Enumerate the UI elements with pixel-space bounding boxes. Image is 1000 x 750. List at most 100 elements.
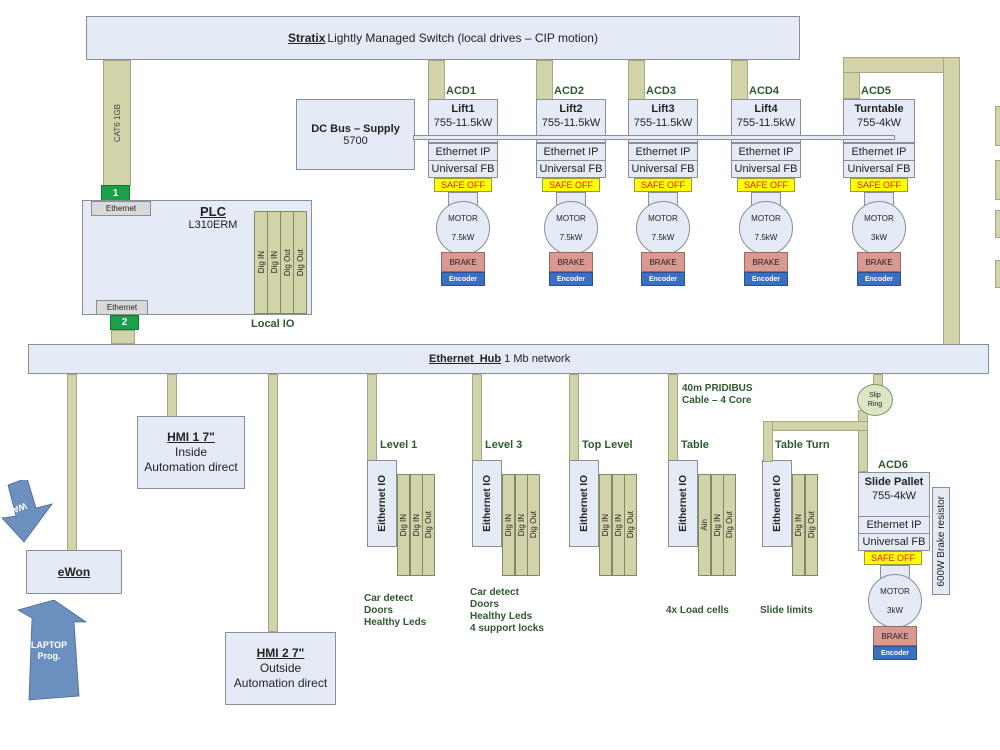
drive-brake: BRAKE (857, 252, 901, 272)
remote-io-label: Level 3 (485, 439, 523, 451)
acd6-ethernet-ip: Ethernet IP (858, 516, 930, 534)
drive-rating: 755-11.5kW (633, 117, 693, 129)
cat6-cable: CAT6 1GB (103, 60, 131, 186)
drive-id: ACD5 (861, 85, 891, 97)
acd6-universal-fb-label: Universal FB (862, 536, 926, 548)
drive-universal-fb: Universal FB (843, 160, 915, 178)
drive-motor: MOTOR 7.5kW (436, 201, 490, 255)
acd6-motor-rating: 3kW (887, 606, 903, 615)
plc-port-2: 2 (110, 315, 139, 330)
drive-motor-rating: 7.5kW (451, 233, 475, 242)
profibus-note-line1: 40m PRIDIBUS (682, 383, 753, 394)
hmi-1: HMI 1 7" Inside Automation direct (137, 416, 245, 489)
drive-encoder: Encoder (641, 272, 685, 286)
drive-universal-fb: Universal FB (628, 160, 698, 178)
remote-io-card: Dig IN (611, 474, 625, 576)
switch-name: Stratix (288, 31, 326, 45)
drive-safe-off: SAFE OFF (850, 178, 908, 192)
local-io-label: Local IO (251, 318, 295, 330)
dc-bus-model: 5700 (343, 134, 368, 147)
drive-ethernet-ip: Ethernet IP (428, 143, 498, 161)
ethernet-io-label: Eithernet IO (481, 475, 493, 532)
acd6-name: Slide Pallet (864, 476, 924, 488)
hmi-2: HMI 2 7" Outside Automation direct (225, 632, 336, 705)
brake-resistor: 600W Brake resistor (932, 487, 950, 595)
acd6-drive: Slide Pallet 755-4kW (858, 472, 930, 517)
profibus-note: 40m PRIDIBUS Cable – 4 Core (682, 383, 753, 407)
drive-universal-fb-label: Universal FB (631, 163, 695, 175)
ethernet-hub: Ethernet Hub 1 Mb network (28, 344, 989, 374)
drive-motor-label: MOTOR (751, 214, 781, 223)
remote-io-cable (668, 374, 678, 462)
drive-motor: MOTOR 3kW (852, 201, 906, 255)
drive-ethernet-ip: Ethernet IP (628, 143, 698, 161)
remote-io-card: Dig Out (723, 474, 736, 576)
drive-cable (428, 60, 445, 100)
ethernet-io-adapter: Eithernet IO (569, 460, 599, 547)
drive-universal-fb: Universal FB (731, 160, 801, 178)
drive-motor-label: MOTOR (556, 214, 586, 223)
remote-io-note: 4x Load cells (666, 605, 729, 616)
hmi2-title: HMI 2 7" (256, 646, 305, 660)
remote-io-note: Doors (470, 599, 499, 610)
dc-bus-bar (413, 135, 895, 140)
remote-io-notes: 4x Load cells (666, 605, 729, 617)
ethernet-io-label: Eithernet IO (771, 475, 783, 532)
plc-io-card-label: Dig IN (256, 251, 266, 274)
acd6-motor: MOTOR 3kW (868, 574, 922, 628)
drive-encoder: Encoder (744, 272, 788, 286)
ewon-cable (67, 374, 77, 551)
laptop-prog-label: Prog. (37, 651, 61, 661)
remote-io-note: Car detect (364, 593, 413, 604)
plc-ethernet-port-2: Ethernet (96, 300, 148, 315)
drive-safe-off-label: SAFE OFF (743, 180, 788, 190)
plc-io-card-label: Dig Out (295, 248, 305, 277)
drive-encoder-label: Encoder (751, 275, 780, 283)
ewon-title: eWon (57, 565, 91, 579)
brake-resistor-label: 600W Brake resistor (935, 495, 947, 587)
plc-io-card: Dig IN (267, 211, 281, 314)
drive-universal-fb-label: Universal FB (431, 163, 495, 175)
drive-motor-label: MOTOR (864, 214, 894, 223)
ethernet-io-adapter: Eithernet IO (762, 460, 792, 547)
acd6-ethernet-ip-label: Ethernet IP (866, 519, 922, 531)
slipring-to-acd6-cable (858, 410, 868, 472)
drive-brake: BRAKE (744, 252, 788, 272)
ethernet-io-label: Eithernet IO (578, 475, 590, 532)
drive-encoder: Encoder (857, 272, 901, 286)
acd6-rating: 755-4kW (871, 490, 917, 502)
drive-name: Lift3 (651, 103, 675, 115)
drive-motor-rating: 7.5kW (651, 233, 675, 242)
plc-io-card: Dig Out (293, 211, 307, 314)
acd6-safe-off-label: SAFE OFF (870, 553, 915, 563)
remote-io-note: 4 support locks (470, 623, 544, 634)
drive-ethernet-ip: Ethernet IP (843, 143, 915, 161)
drive-cable (628, 60, 645, 100)
hmi2-location: Outside (259, 661, 302, 675)
hub-name: Ethernet Hub (429, 353, 502, 365)
drive-safe-off: SAFE OFF (542, 178, 600, 192)
hmi1-title: HMI 1 7" (167, 430, 215, 444)
drive-motor: MOTOR 7.5kW (739, 201, 793, 255)
remote-io-card-label: Dig Out (725, 511, 734, 539)
plc-port-1-label: 1 (112, 187, 119, 199)
remote-io-card-label: Dig IN (601, 513, 610, 537)
plc-io-card-label: Dig Out (282, 248, 292, 277)
drive-name: Lift2 (559, 103, 583, 115)
ethernet-io-adapter: Eithernet IO (367, 460, 397, 547)
drive-brake-label: BRAKE (649, 257, 677, 267)
remote-io-card: Dig Out (527, 474, 540, 576)
drive-safe-off-label: SAFE OFF (856, 180, 901, 190)
dc-bus-title: DC Bus – Supply (311, 122, 400, 135)
plc-hub-cable (111, 330, 135, 344)
acd6-safe-off: SAFE OFF (864, 551, 922, 565)
drive-universal-fb-label: Universal FB (734, 163, 798, 175)
remote-io-card-label: Dig IN (794, 513, 803, 537)
drive-motor: MOTOR 7.5kW (636, 201, 690, 255)
drive-safe-off: SAFE OFF (737, 178, 795, 192)
remote-io-note: Healthy Leds (364, 617, 427, 628)
remote-io-card-label: Dig Out (806, 511, 816, 539)
drive-cable (731, 60, 748, 100)
